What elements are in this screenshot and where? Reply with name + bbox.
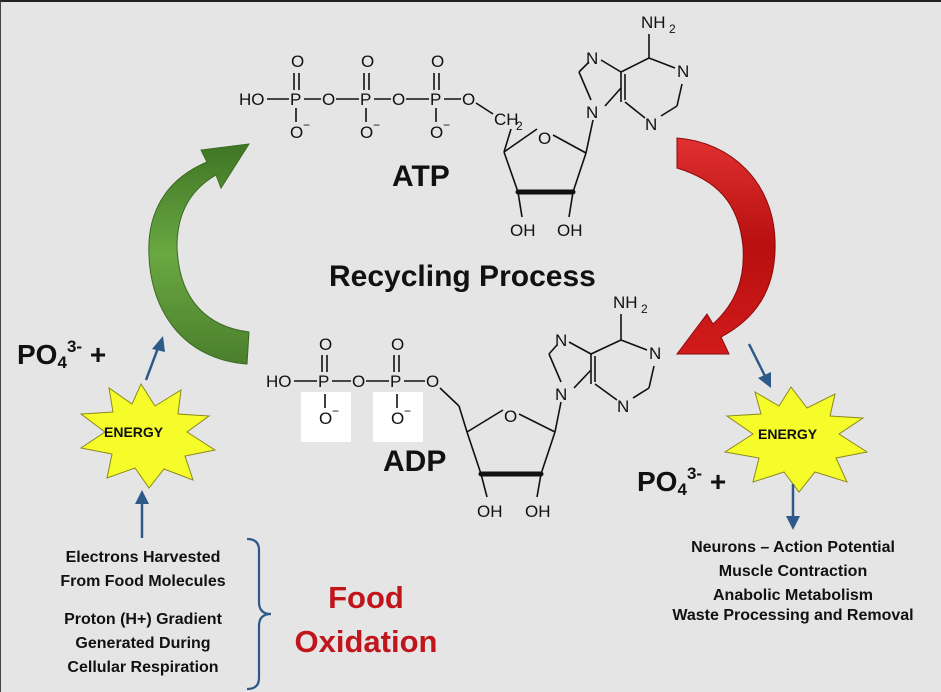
source-line-5: Cellular Respiration — [67, 659, 219, 676]
energy-sources-list: Electrons Harvested From Food Molecules … — [29, 546, 257, 680]
svg-text:O: O — [361, 52, 374, 71]
right-energy-starburst — [723, 386, 869, 493]
svg-text:O: O — [462, 90, 475, 109]
right-phosphate-label: PO43- + — [637, 464, 726, 500]
svg-text:N: N — [555, 331, 567, 350]
left-energy-label: ENERGY — [104, 424, 164, 440]
adp-phosphate-box-2: O − — [373, 392, 423, 442]
svg-text:P: P — [360, 90, 371, 109]
svg-text:O: O — [291, 52, 304, 71]
svg-text:P: P — [318, 372, 329, 391]
svg-text:N: N — [645, 115, 657, 134]
svg-text:O: O — [290, 123, 303, 142]
svg-text:OH: OH — [510, 221, 536, 240]
left-phosphate-base: PO — [17, 339, 58, 370]
food-oxidation-line-1: Food — [328, 580, 404, 615]
svg-text:−: − — [332, 404, 339, 418]
left-energy-starburst — [79, 382, 217, 489]
flow-arrows — [135, 336, 800, 538]
svg-text:O: O — [538, 129, 551, 148]
use-line-1: Neurons – Action Potential — [691, 539, 895, 556]
svg-text:O: O — [322, 90, 335, 109]
right-phosphate-charge: 3- — [686, 464, 703, 483]
svg-text:P: P — [430, 90, 441, 109]
svg-text:O: O — [391, 409, 404, 428]
hydrolysis-arrow — [676, 137, 776, 355]
right-phosphate-sub: 4 — [677, 480, 687, 499]
svg-text:NH: NH — [613, 293, 638, 312]
svg-text:O: O — [391, 335, 404, 354]
svg-text:N: N — [586, 103, 598, 122]
svg-text:O: O — [430, 123, 443, 142]
svg-text:O: O — [319, 409, 332, 428]
left-phosphate-label: PO43- + — [17, 337, 106, 373]
left-phosphate-sub: 4 — [57, 353, 67, 372]
svg-text:O: O — [319, 335, 332, 354]
svg-text:HO: HO — [266, 372, 292, 391]
svg-text:O: O — [392, 90, 405, 109]
svg-text:−: − — [373, 118, 380, 132]
svg-text:N: N — [617, 397, 629, 416]
svg-text:−: − — [303, 118, 310, 132]
svg-text:2: 2 — [641, 302, 648, 316]
adp-structure: HO P O P O O O O OH OH N N — [266, 293, 661, 521]
svg-text:N: N — [677, 62, 689, 81]
svg-text:−: − — [443, 118, 450, 132]
source-line-3: Proton (H+) Gradient — [64, 611, 222, 628]
svg-text:P: P — [290, 90, 301, 109]
svg-text:OH: OH — [525, 502, 551, 521]
adp-phosphate-box-1: O − — [301, 392, 351, 442]
svg-text:2: 2 — [669, 22, 676, 36]
atp-label: ATP — [392, 160, 450, 193]
svg-text:O: O — [504, 407, 517, 426]
svg-text:2: 2 — [516, 119, 523, 133]
svg-text:N: N — [649, 344, 661, 363]
right-phosphate-plus: + — [709, 466, 727, 497]
left-phosphate-charge: 3- — [66, 337, 83, 356]
svg-text:NH: NH — [641, 13, 666, 32]
source-line-1: Electrons Harvested — [65, 549, 221, 566]
svg-text:OH: OH — [557, 221, 583, 240]
food-oxidation-line-2: Oxidation — [294, 624, 438, 659]
use-line-3: Anabolic Metabolism — [712, 587, 874, 604]
svg-text:CH: CH — [494, 110, 519, 129]
svg-text:N: N — [555, 385, 567, 404]
recycling-process-title: Recycling Process — [329, 260, 596, 293]
food-oxidation-label: Food Oxidation — [277, 576, 455, 664]
use-line-2: Muscle Contraction — [718, 563, 868, 580]
svg-text:HO: HO — [239, 90, 265, 109]
synthesis-arrow — [148, 143, 250, 365]
svg-text:O: O — [426, 372, 439, 391]
svg-text:OH: OH — [477, 502, 503, 521]
adp-label: ADP — [383, 445, 447, 478]
use-line-4: Waste Processing and Removal — [672, 607, 914, 624]
svg-text:O: O — [352, 372, 365, 391]
source-line-4: Generated During — [75, 635, 211, 652]
right-phosphate-base: PO — [637, 466, 678, 497]
source-bracket — [246, 537, 272, 691]
svg-text:P: P — [390, 372, 401, 391]
svg-text:−: − — [404, 404, 411, 418]
right-energy-label: ENERGY — [758, 426, 818, 442]
svg-text:O: O — [360, 123, 373, 142]
svg-text:N: N — [586, 49, 598, 68]
atp-structure: HO P O P O P O O O − O O − O O − — [239, 13, 689, 240]
left-phosphate-plus: + — [89, 339, 107, 370]
svg-text:O: O — [431, 52, 444, 71]
energy-uses-list: Neurons – Action Potential Muscle Contra… — [647, 536, 939, 628]
source-line-2: From Food Molecules — [60, 573, 226, 590]
